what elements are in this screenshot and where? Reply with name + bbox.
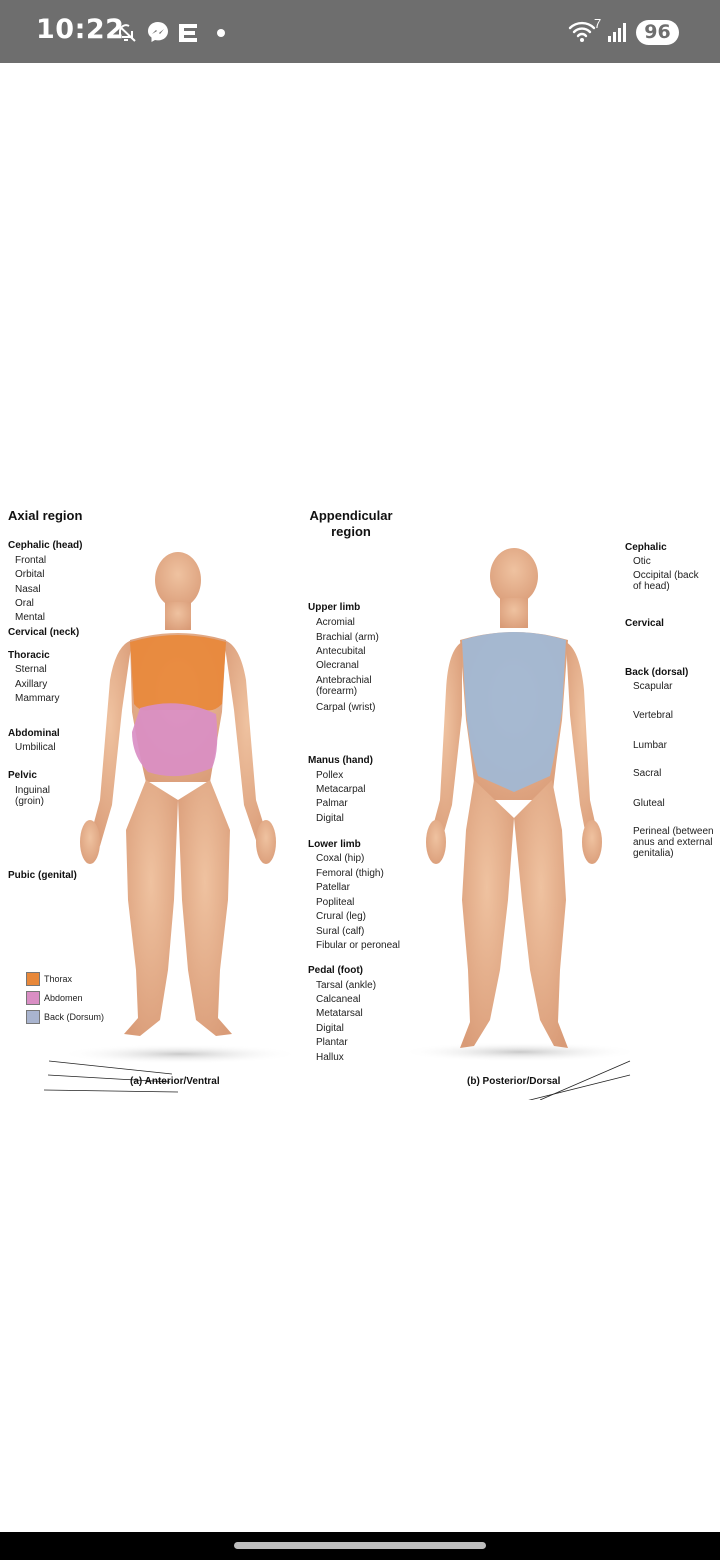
- label-pollex: Pollex: [316, 770, 344, 781]
- label-lower-limb: Lower limb: [308, 839, 361, 850]
- leader-lines: [43, 1060, 631, 1100]
- label-pelvic: Pelvic: [8, 770, 37, 781]
- appendicular-region-title: Appendicular region: [309, 508, 393, 539]
- label-antebrachial-forearm: Antebrachial (forearm): [316, 675, 372, 697]
- wifi-icon: [568, 21, 596, 42]
- label-nasal: Nasal: [15, 584, 41, 595]
- label-lumbar: Lumbar: [633, 740, 667, 751]
- label-coxal-hip: Coxal (hip): [316, 853, 365, 864]
- body-illustration: [43, 548, 640, 1100]
- home-gesture-handle[interactable]: [234, 1542, 486, 1549]
- label-otic: Otic: [633, 556, 651, 567]
- more-notifications-dot: [217, 29, 225, 37]
- app-e-icon: [179, 24, 197, 42]
- label-fibular-peroneal: Fibular or peroneal: [316, 940, 400, 951]
- signal-icon: [608, 23, 626, 42]
- label-crural-leg: Crural (leg): [316, 911, 367, 922]
- caption-anterior: (a) Anterior/Ventral: [130, 1076, 220, 1087]
- label-scapular: Scapular: [633, 681, 673, 692]
- back-figure-shadow: [400, 1042, 640, 1062]
- label-pubic-genital: Pubic (genital): [8, 870, 77, 881]
- label-olecranal: Olecranal: [316, 660, 359, 671]
- label-brachial-arm: Brachial (arm): [316, 632, 379, 643]
- label-antecubital: Antecubital: [316, 646, 366, 657]
- label-digital-hand: Digital: [316, 813, 344, 824]
- messenger-icon: [148, 22, 168, 42]
- label-oral: Oral: [15, 598, 34, 609]
- label-cephalic-posterior: Cephalic: [625, 542, 667, 553]
- status-bar: 10:22 7 96: [0, 0, 720, 63]
- label-orbital: Orbital: [15, 569, 45, 580]
- label-cephalic-head: Cephalic (head): [8, 540, 83, 551]
- label-plantar: Plantar: [316, 1037, 348, 1048]
- label-pedal-foot: Pedal (foot): [308, 965, 363, 976]
- label-metatarsal: Metatarsal: [316, 1008, 363, 1019]
- label-manus-hand: Manus (hand): [308, 755, 373, 766]
- label-femoral-thigh: Femoral (thigh): [316, 868, 384, 879]
- legend-swatch-thorax: [26, 972, 40, 986]
- label-palmar: Palmar: [316, 798, 348, 809]
- label-occipital: Occipital (back of head): [633, 570, 699, 592]
- thorax-region-front: [130, 635, 226, 711]
- label-abdominal: Abdominal: [8, 728, 60, 739]
- label-sternal: Sternal: [15, 664, 47, 675]
- wifi-badge: 7: [594, 16, 602, 31]
- label-inguinal-groin: Inguinal (groin): [15, 785, 51, 807]
- navigation-bar: [0, 1532, 720, 1560]
- notifications-off-icon: [116, 23, 136, 42]
- label-back-dorsal: Back (dorsal): [625, 667, 689, 678]
- abdomen-region-front: [132, 703, 218, 777]
- label-carpal-wrist: Carpal (wrist): [316, 702, 376, 713]
- label-sural-calf: Sural (calf): [316, 926, 365, 937]
- label-vertebral: Vertebral: [633, 710, 674, 721]
- label-popliteal: Popliteal: [316, 897, 355, 908]
- legend-label-thorax: Thorax: [44, 974, 73, 984]
- battery-indicator: 96: [636, 20, 679, 45]
- legend-label-abdomen: Abdomen: [44, 993, 83, 1003]
- label-upper-limb: Upper limb: [308, 602, 361, 613]
- label-mammary: Mammary: [15, 693, 60, 704]
- legend-swatch-abdomen: [26, 991, 40, 1005]
- label-hallux: Hallux: [316, 1052, 344, 1063]
- front-figure-shadow: [60, 1044, 300, 1064]
- posterior-figure: [426, 548, 602, 1048]
- label-thoracic: Thoracic: [8, 650, 50, 661]
- body-regions-diagram: Axial region Appendicular region Cephali…: [0, 500, 720, 1100]
- label-digital-foot: Digital: [316, 1023, 344, 1034]
- anterior-figure: [80, 552, 276, 1036]
- label-sacral: Sacral: [633, 768, 662, 779]
- back-region: [462, 632, 566, 792]
- label-umbilical: Umbilical: [15, 742, 56, 753]
- legend-label-back: Back (Dorsum): [44, 1012, 105, 1022]
- label-cervical-neck: Cervical (neck): [8, 627, 80, 638]
- caption-posterior: (b) Posterior/Dorsal: [467, 1076, 561, 1087]
- label-acromial: Acromial: [316, 617, 355, 628]
- label-gluteal: Gluteal: [633, 798, 665, 809]
- label-cervical-posterior: Cervical: [625, 618, 664, 629]
- label-tarsal-ankle: Tarsal (ankle): [316, 980, 377, 991]
- label-metacarpal: Metacarpal: [316, 784, 366, 795]
- label-calcaneal: Calcaneal: [316, 994, 361, 1005]
- axial-region-title: Axial region: [8, 508, 83, 523]
- label-perineal: Perineal (between anus and external geni…: [633, 826, 714, 859]
- label-patellar: Patellar: [316, 882, 350, 893]
- label-mental: Mental: [15, 612, 46, 623]
- clock: 10:22: [36, 14, 125, 45]
- legend-swatch-back: [26, 1010, 40, 1024]
- label-axillary: Axillary: [15, 679, 48, 690]
- label-frontal: Frontal: [15, 555, 47, 566]
